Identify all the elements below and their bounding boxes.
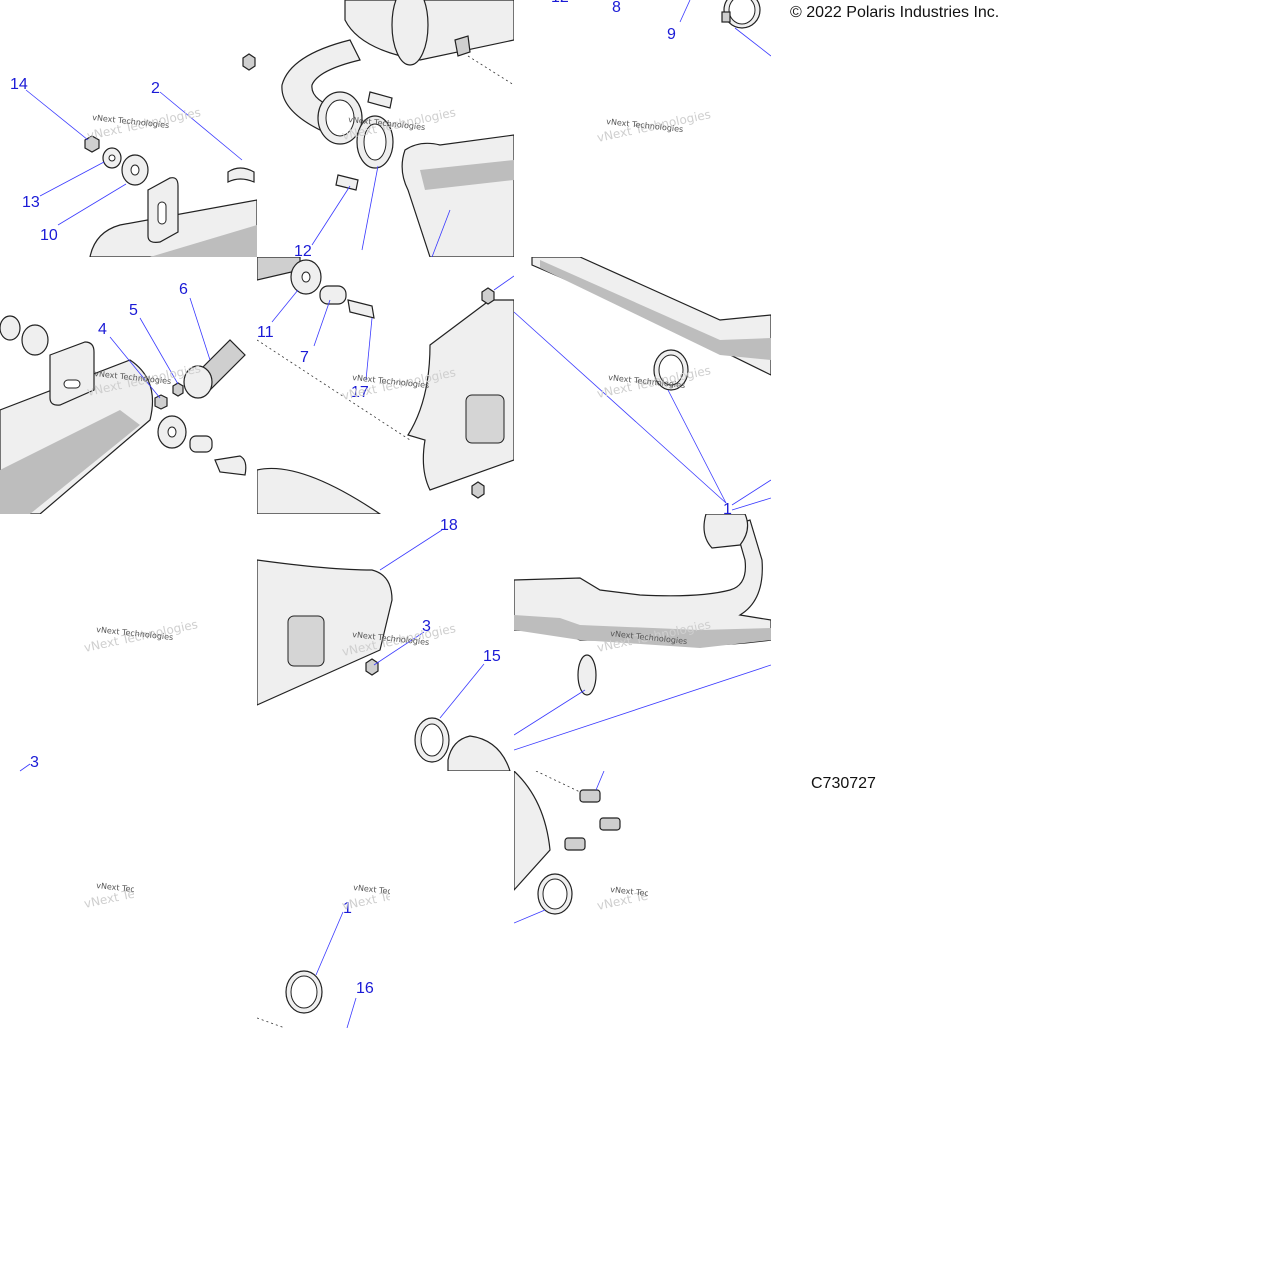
heat-shield-shape — [401, 134, 514, 257]
callout-17: 17 — [351, 384, 369, 401]
svg-text:vNext Technologies: vNext Technologies — [83, 873, 199, 911]
tile-clamp-middle: 1 — [514, 257, 771, 518]
nut-3-shape — [365, 658, 379, 676]
bushing-7-shape — [319, 285, 347, 305]
callout-4: 4 — [98, 321, 107, 338]
tile-spark-arrestor: 6 5 4 — [0, 281, 247, 514]
drawing-id: C730727 — [811, 775, 876, 792]
callout-15: 15 — [483, 648, 501, 665]
nut-14-shape — [84, 135, 100, 153]
svg-text:vNext Technologies: vNext Technologies — [341, 875, 457, 913]
tile-heat-shield-mount: 11 7 17 — [257, 257, 514, 514]
tile-muffler-inlet: 12 — [281, 0, 514, 260]
callout-13: 13 — [22, 194, 40, 211]
clip-2-shape — [227, 167, 255, 183]
tile-lower-left: 3 — [19, 754, 39, 772]
callout-9: 9 — [667, 26, 676, 43]
callout-16: 16 — [356, 980, 374, 997]
callout-12-top: 12 — [551, 0, 569, 6]
callout-10: 10 — [40, 227, 58, 244]
callout-14: 14 — [10, 76, 28, 93]
tile-clamp-top: 12 8 9 — [551, 0, 771, 57]
tile-clamp-bottom: 1 16 — [257, 900, 374, 1028]
callout-3-lower: 3 — [30, 754, 39, 771]
spring-12-shape — [335, 174, 359, 191]
clamp-lower-shape — [577, 654, 597, 696]
callout-6: 6 — [179, 281, 188, 298]
shield-edge-shape — [514, 771, 551, 891]
callout-7: 7 — [300, 349, 309, 366]
bolt-c-shape — [564, 837, 586, 851]
callout-1-upper: 1 — [723, 501, 732, 518]
callout-11: 11 — [257, 324, 274, 341]
callout-5: 5 — [129, 302, 138, 319]
tile-heat-shield-lower: 18 3 15 — [257, 517, 511, 771]
tile-bolts — [514, 771, 621, 924]
nut-5-shape — [172, 382, 184, 397]
bolt-17-shape — [347, 299, 375, 319]
callout-1-lower: 1 — [343, 900, 352, 917]
bolt-a-shape — [579, 789, 601, 803]
tile-head-pipe — [514, 514, 771, 751]
bolt-b-shape — [599, 817, 621, 831]
callout-3: 3 — [422, 618, 431, 635]
callout-8: 8 — [612, 0, 621, 16]
flange-shape — [447, 735, 511, 771]
nut-top-shape — [242, 53, 256, 71]
watermarks-cropped: vNext Technologies vNext Technologies vN… — [83, 873, 648, 913]
callout-12-lower: 12 — [294, 243, 312, 260]
tile-muffler-hardware: 14 2 13 10 — [10, 53, 257, 257]
muffler-can-shape — [344, 0, 514, 61]
callout-2: 2 — [151, 80, 160, 97]
callout-18: 18 — [440, 517, 458, 534]
spring-upper-shape — [367, 91, 393, 109]
copyright-notice: © 2022 Polaris Industries Inc. — [790, 4, 1000, 21]
nut-4-shape — [154, 394, 168, 410]
